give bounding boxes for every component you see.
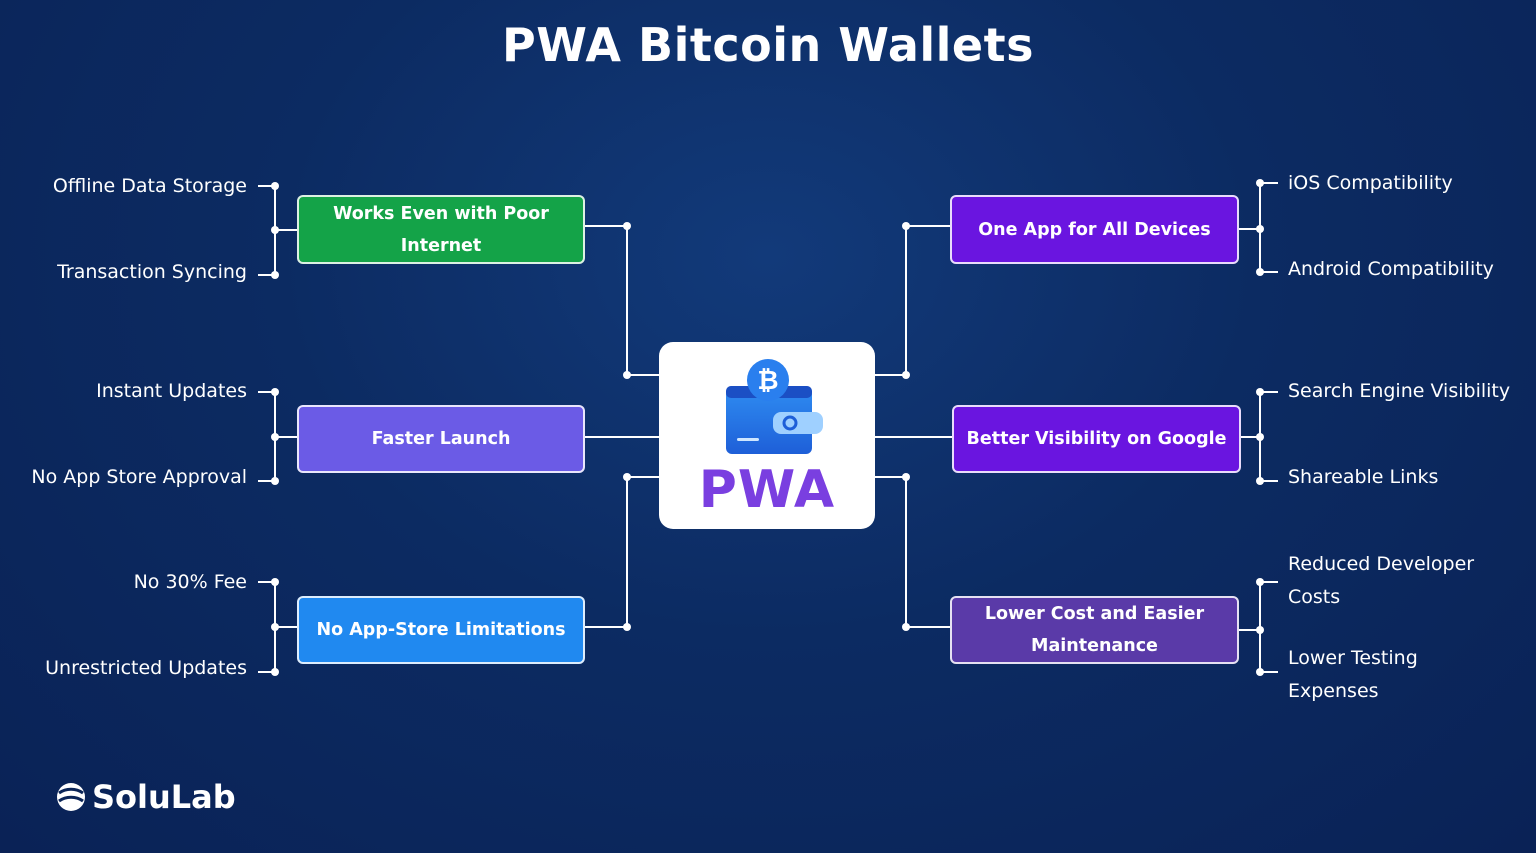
branch-lower-cost-maintenance: Lower Cost and Easier Maintenance bbox=[950, 596, 1239, 664]
branch-better-visibility-google: Better Visibility on Google bbox=[952, 405, 1241, 473]
branch-one-app-all-devices: One App for All Devices bbox=[950, 195, 1239, 264]
branch-no-app-store-limitations: No App-Store Limitations bbox=[297, 596, 585, 664]
leaf-offline-data-storage: Offline Data Storage bbox=[52, 175, 247, 197]
leaf-no-app-store-approval: No App Store Approval bbox=[31, 466, 247, 488]
leaf-reduced-developer-costs: Reduced Developer Costs bbox=[1288, 553, 1475, 608]
leaf-ios-compatibility: iOS Compatibility bbox=[1288, 172, 1453, 194]
branch-works-poor-internet: Works Even with Poor Internet bbox=[297, 195, 585, 264]
leaf-transaction-syncing: Transaction Syncing bbox=[57, 261, 247, 283]
branch-faster-launch: Faster Launch bbox=[297, 405, 585, 473]
bitcoin-wallet-icon: ₿ bbox=[726, 359, 823, 454]
leaf-android-compatibility: Android Compatibility bbox=[1288, 258, 1494, 280]
leaf-no-30-fee: No 30% Fee bbox=[133, 571, 247, 593]
solulab-logo-icon bbox=[57, 783, 85, 811]
leaf-unrestricted-updates: Unrestricted Updates bbox=[45, 657, 247, 679]
solulab-logo: SoluLab bbox=[56, 778, 236, 816]
brand-name: SoluLab bbox=[92, 778, 236, 816]
leaf-instant-updates: Instant Updates bbox=[96, 380, 247, 402]
leaf-search-engine-visibility: Search Engine Visibility bbox=[1288, 380, 1511, 402]
leaf-shareable-links: Shareable Links bbox=[1288, 466, 1439, 488]
center-pwa-label: PWA bbox=[698, 460, 836, 520]
page-title: PWA Bitcoin Wallets bbox=[502, 18, 1034, 72]
leaf-lower-testing-expenses: Lower Testing Expenses bbox=[1288, 647, 1418, 702]
svg-text:₿: ₿ bbox=[757, 366, 778, 396]
center-pwa-card: ₿ PWA bbox=[659, 342, 875, 529]
